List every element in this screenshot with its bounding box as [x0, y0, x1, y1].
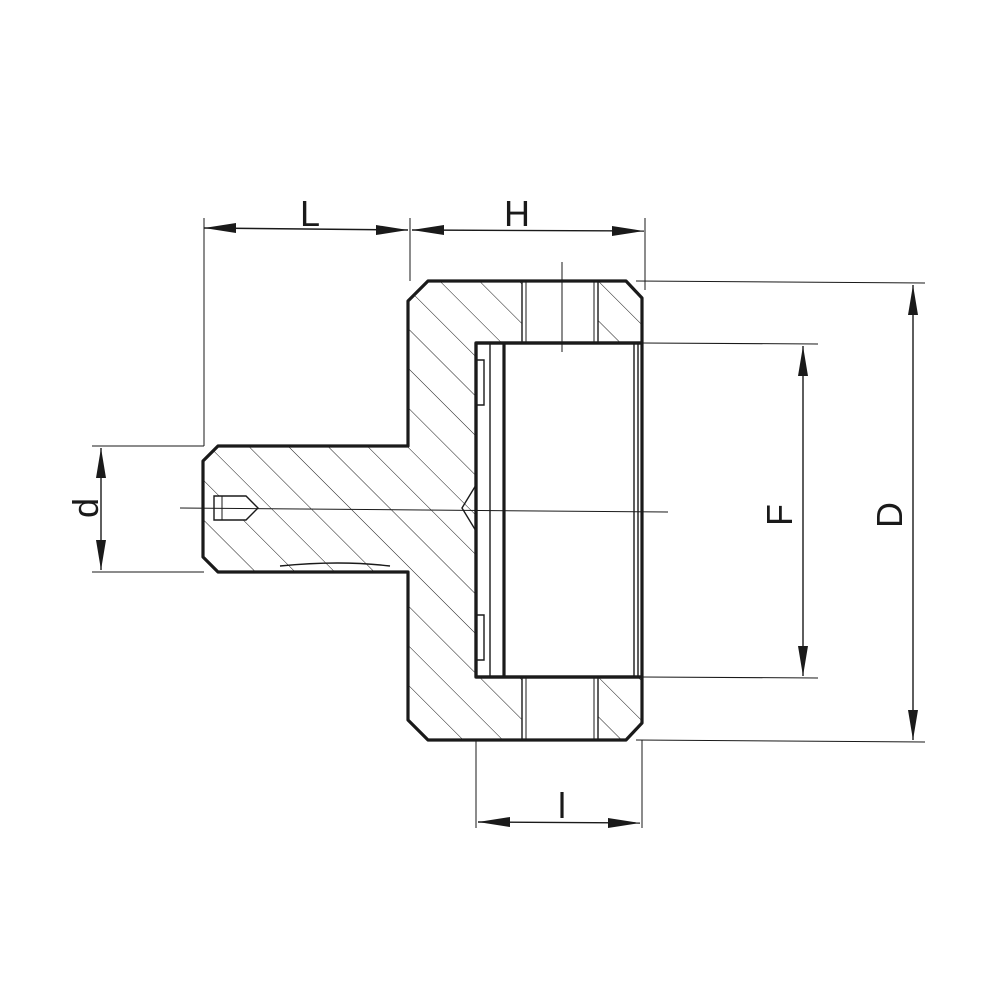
- dimension-label-D: D: [869, 502, 910, 528]
- dimension-label-l: l: [558, 785, 566, 826]
- part-outline: [201, 279, 644, 742]
- dimension-label-F: F: [759, 504, 800, 526]
- section-body: [203, 281, 642, 740]
- center-line: [179, 507, 669, 513]
- dimension-label-d: d: [65, 498, 106, 518]
- dimension-lines: [96, 223, 918, 828]
- bore-detail: [461, 341, 644, 679]
- extension-lines: [92, 218, 926, 828]
- dimension-label-H: H: [504, 193, 530, 234]
- dimension-label-L: L: [300, 193, 320, 234]
- bolt-holes: [521, 262, 599, 739]
